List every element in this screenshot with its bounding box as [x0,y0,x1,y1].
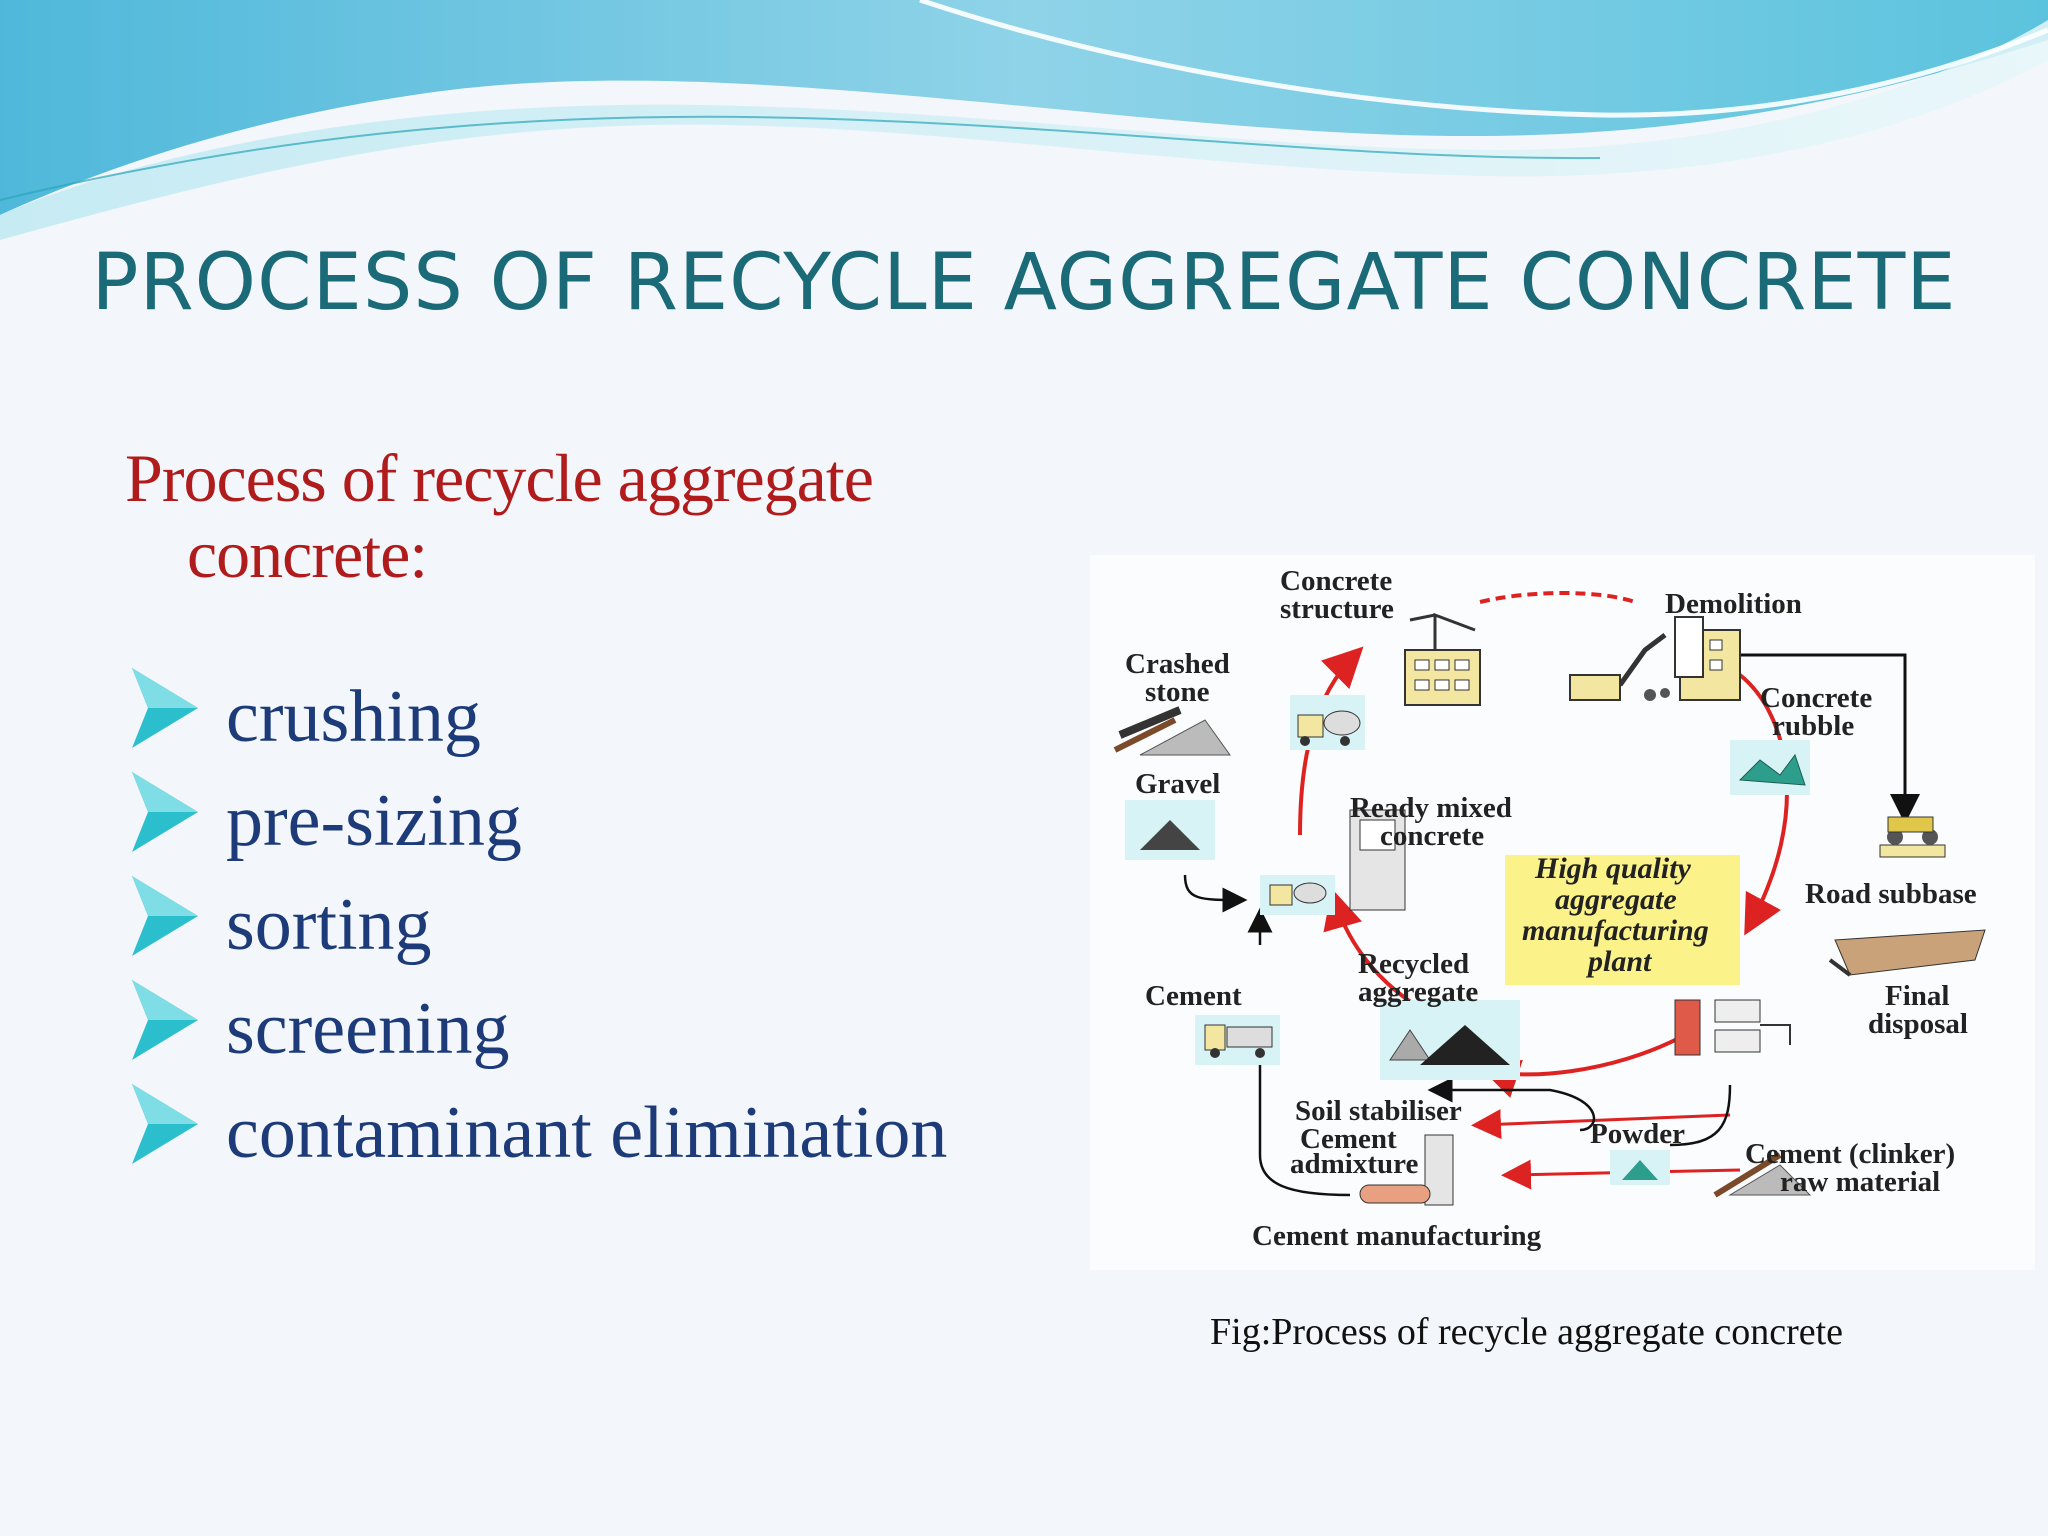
list-item: screening [130,977,947,1081]
label-recycled-aggregate-2: aggregate [1358,976,1478,1008]
ready-mix-plant-icon [1260,809,1406,915]
figure-caption: Fig:Process of recycle aggregate concret… [1210,1311,1844,1353]
flow-line [1258,1065,1351,1197]
process-steps-list: crushing pre-sizing sorting screening co… [130,665,947,1185]
label-concrete-structure-1: Concrete [1280,565,1392,597]
label-concrete-rubble-1: Concrete [1760,682,1872,714]
demolition-icon [1569,616,1741,701]
subheading-line-2: concrete: [187,516,428,592]
teal-arrowhead-icon [130,874,226,977]
dashed-cycle-arrow [1479,591,1636,604]
flow-line [1669,1084,1732,1147]
crusher-machine-icon [1674,999,1791,1056]
bullet-text: crushing [226,675,481,758]
label-final-disposal-1: Final [1885,980,1949,1012]
cement-truck-icon [1195,1015,1280,1065]
subheading: Process of recycle aggregate concrete: [125,440,1025,592]
list-item: sorting [130,873,947,977]
bullet-text: pre-sizing [226,779,522,862]
cement-kiln-icon [1359,1134,1454,1206]
label-concrete-rubble-2: rubble [1772,710,1854,742]
recycling-process-diagram: Concrete structure Demolition Crashed st… [1090,555,2035,1270]
label-ready-mixed-1: Ready mixed [1350,792,1512,824]
label-crashed-stone-2: stone [1145,676,1210,708]
label-cement-manufacturing: Cement manufacturing [1252,1220,1542,1252]
label-hq-plant-1: High quality [1534,852,1692,885]
concrete-structure-icon [1404,612,1481,706]
final-disposal-icon [1828,929,1986,977]
header-wave-decoration [0,0,2048,240]
label-cement-admixture-2: admixture [1290,1148,1418,1180]
label-hq-plant-2: aggregate [1555,883,1677,916]
teal-arrowhead-icon [130,1082,226,1185]
label-powder: Powder [1590,1118,1685,1150]
teal-arrowhead-icon [130,666,226,769]
label-demolition: Demolition [1665,588,1802,620]
mixer-truck-icon [1290,695,1365,750]
label-ready-mixed-2: concrete [1380,820,1484,852]
list-item: crushing [130,665,947,769]
flow-arrow [1183,874,1248,913]
label-concrete-structure-2: structure [1280,593,1394,625]
slide-title: PROCESS OF RECYCLE AGGREGATE CONCRETE [91,238,1957,328]
label-cement-clinker-1: Cement (clinker) [1745,1138,1955,1170]
label-gravel: Gravel [1135,768,1220,800]
bullet-text: sorting [226,883,432,966]
label-crashed-stone-1: Crashed [1125,648,1230,680]
label-cement-clinker-2: raw material [1780,1166,1940,1198]
label-final-disposal-2: disposal [1868,1008,1968,1040]
concrete-rubble-icon [1730,740,1810,795]
cycle-arrow [1323,888,1417,1007]
list-item: pre-sizing [130,769,947,873]
crushed-stone-icon [1113,706,1231,756]
label-hq-plant-3: manufacturing [1522,914,1709,947]
label-hq-plant-4: plant [1585,945,1653,978]
gravel-icon [1125,800,1215,860]
recycled-aggregate-icon [1380,1000,1520,1080]
flow-arrow [1427,1077,1595,1132]
road-subbase-icon [1879,816,1946,858]
bullet-text: screening [226,987,510,1070]
list-item: contaminant elimination [130,1081,947,1185]
teal-arrowhead-icon [130,978,226,1081]
label-cement-admixture-1: Cement [1300,1123,1397,1155]
bullet-text: contaminant elimination [226,1091,948,1174]
label-road-subbase: Road subbase [1805,878,1977,910]
teal-arrowhead-icon [130,770,226,873]
label-soil-stabiliser: Soil stabiliser [1295,1095,1462,1127]
label-cement: Cement [1145,980,1242,1012]
cycle-arrow [1471,1109,1731,1140]
subheading-line-1: Process of recycle aggregate [125,440,874,516]
aggregate-plant-label-box [1505,855,1740,985]
clinker-raw-material-icon [1713,1152,1812,1198]
flow-arrow [1740,653,1920,824]
powder-icon [1610,1150,1670,1185]
label-recycled-aggregate-1: Recycled [1358,948,1469,980]
